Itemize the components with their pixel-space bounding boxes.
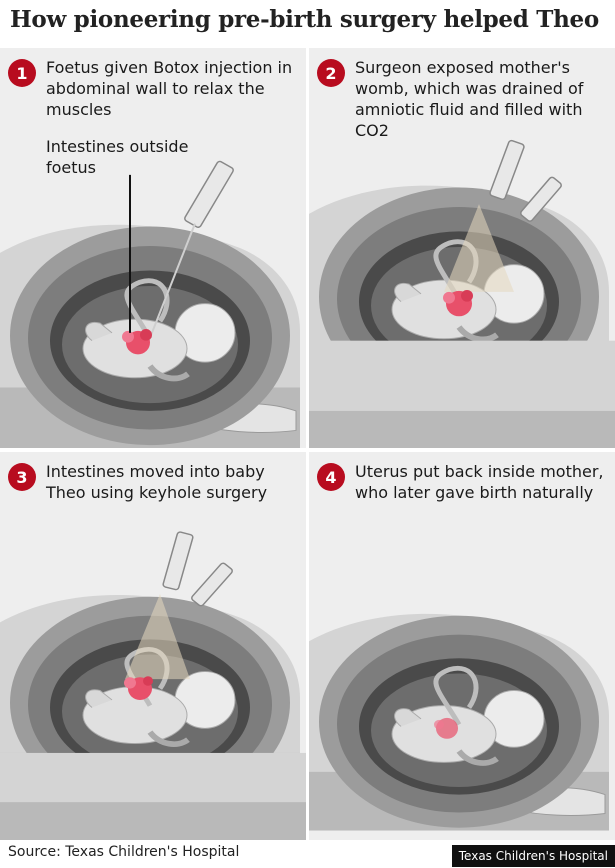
step-number-badge: 1 bbox=[8, 59, 36, 87]
keyhole-light-cone bbox=[444, 204, 514, 292]
step-1-caption: 1 Foetus given Botox injection in abdomi… bbox=[8, 57, 298, 120]
source-credit: Source: Texas Children's Hospital bbox=[8, 844, 240, 860]
step-4-caption: 4 Uterus put back inside mother, who lat… bbox=[317, 461, 607, 503]
keyhole-light-cone bbox=[125, 593, 190, 680]
illustration-step-2 bbox=[309, 139, 615, 448]
step-description: Intestines moved into baby Theo using ke… bbox=[46, 462, 268, 502]
step-description: Surgeon exposed mother's womb, which was… bbox=[355, 58, 584, 140]
panel-step-2: 2 Surgeon exposed mother's womb, which w… bbox=[309, 48, 615, 448]
panel-step-1: 1 Foetus given Botox injection in abdomi… bbox=[0, 48, 306, 448]
illustration-step-4 bbox=[309, 452, 615, 840]
intestines-icon bbox=[434, 717, 458, 739]
illustration-step-3 bbox=[0, 531, 306, 840]
step-number-badge: 2 bbox=[317, 59, 345, 87]
step-2-caption: 2 Surgeon exposed mother's womb, which w… bbox=[317, 57, 607, 141]
step-number-badge: 4 bbox=[317, 463, 345, 491]
panel-step-4: 4 Uterus put back inside mother, who lat… bbox=[309, 452, 615, 840]
step-3-caption: 3 Intestines moved into baby Theo using … bbox=[8, 461, 298, 503]
syringe-icon bbox=[144, 160, 234, 351]
page-title: How pioneering pre-birth surgery helped … bbox=[10, 6, 599, 33]
step-description: Foetus given Botox injection in abdomina… bbox=[46, 58, 293, 119]
syringe-icon bbox=[162, 531, 233, 607]
intestines-icon bbox=[124, 676, 153, 700]
panel-step-3: 3 Intestines moved into baby Theo using … bbox=[0, 452, 306, 840]
intestines-icon bbox=[122, 328, 152, 355]
step-description: Uterus put back inside mother, who later… bbox=[355, 462, 604, 502]
intestines-icon bbox=[443, 289, 473, 317]
syringe-icon bbox=[489, 139, 562, 222]
intestines-callout: Intestines outside foetus bbox=[46, 137, 189, 177]
illustration-step-1 bbox=[0, 160, 306, 448]
image-credit-badge: Texas Children's Hospital bbox=[451, 845, 615, 867]
step-number-badge: 3 bbox=[8, 463, 36, 491]
